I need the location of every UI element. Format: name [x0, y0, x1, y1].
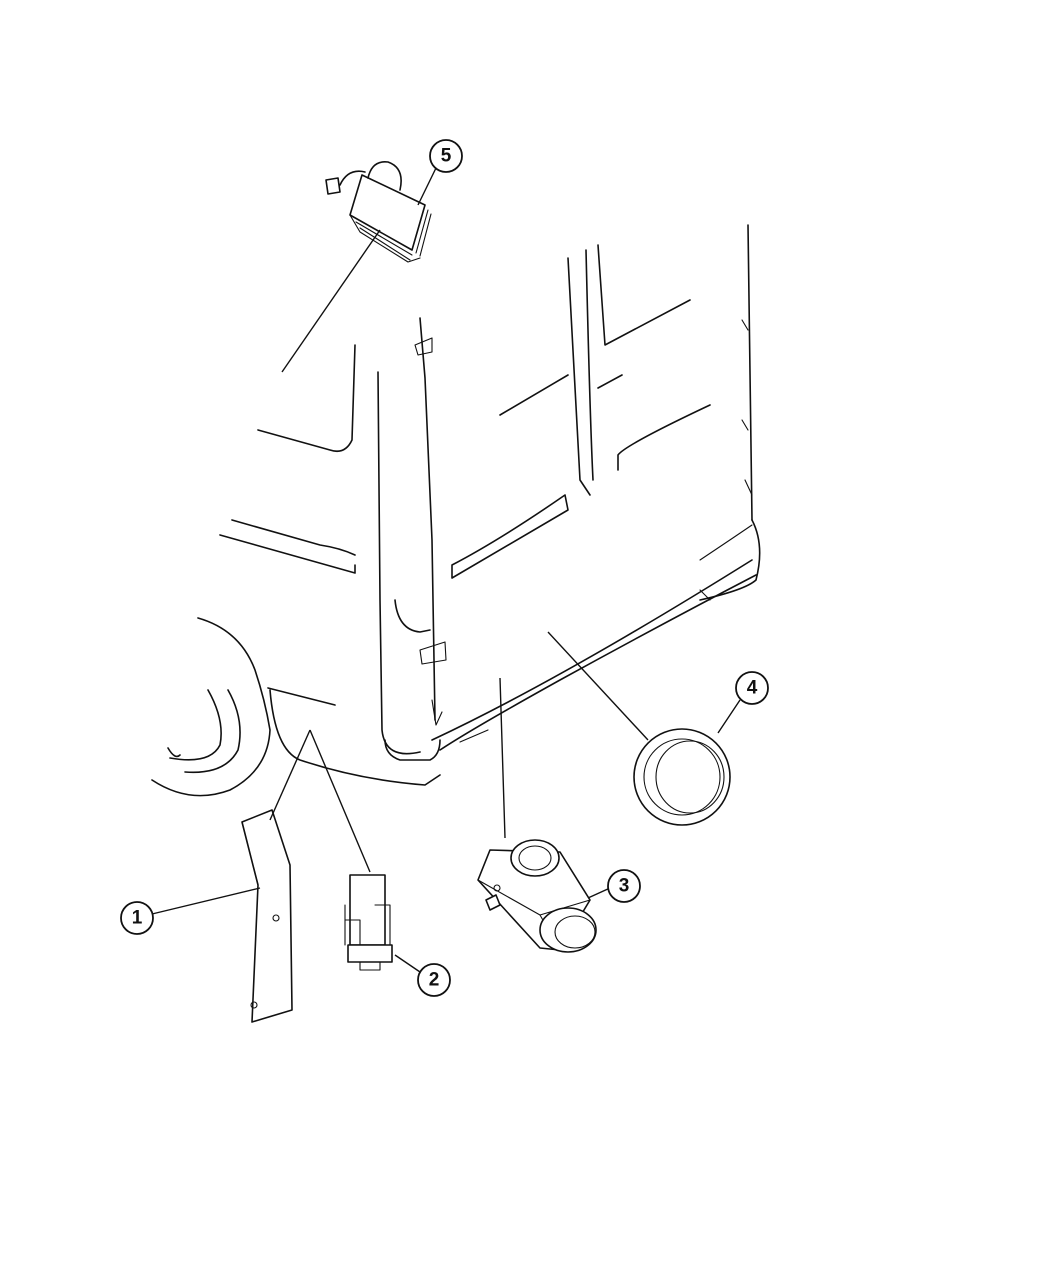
callout-1-label: 1 — [132, 908, 143, 929]
callout-4: 4 — [735, 671, 769, 705]
part-1-support-bracket — [241, 809, 293, 1023]
callout-5: 5 — [429, 139, 463, 173]
part-2-sensor-bracket — [344, 874, 393, 971]
part-3-park-sensor — [477, 839, 597, 953]
vehicle-rear-body — [151, 224, 761, 797]
callout-5-label: 5 — [441, 146, 452, 167]
callout-2: 2 — [417, 963, 451, 997]
callout-3-label: 3 — [619, 876, 630, 897]
part-5-control-module — [325, 161, 432, 263]
callout-4-label: 4 — [747, 678, 758, 699]
callout-3: 3 — [607, 869, 641, 903]
part-4-sensor-ring — [633, 728, 731, 826]
callout-1: 1 — [120, 901, 154, 935]
callout-2-label: 2 — [429, 970, 440, 991]
leader-lines — [151, 167, 741, 973]
